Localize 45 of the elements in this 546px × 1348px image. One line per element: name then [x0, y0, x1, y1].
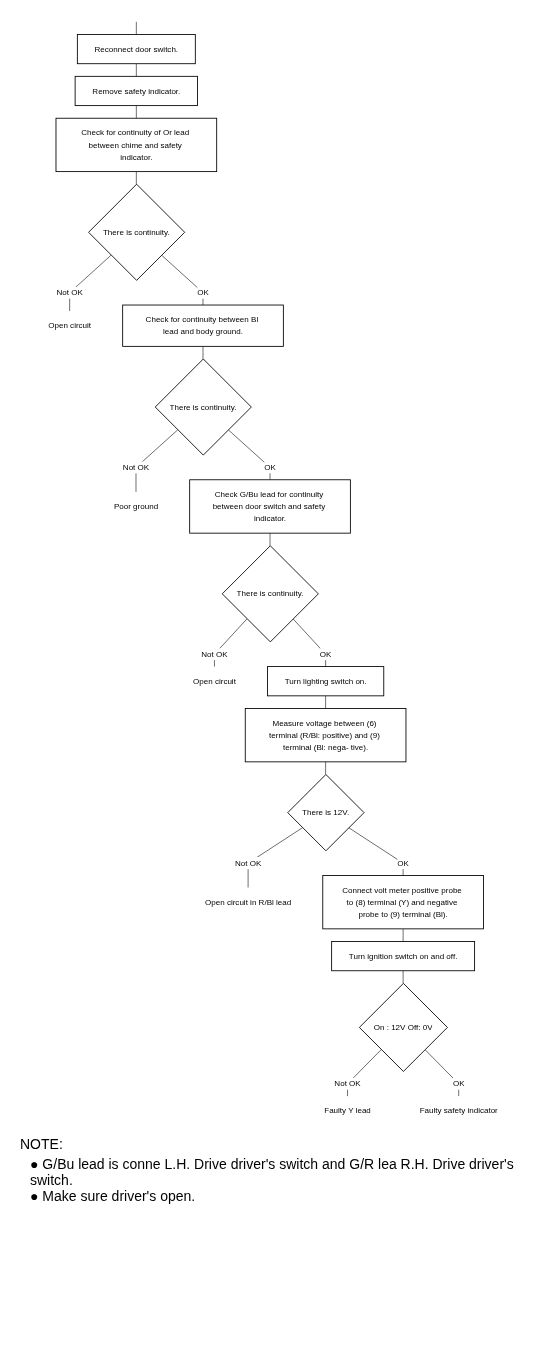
- connector: [402, 970, 404, 984]
- node-box: Measure voltage between (6) terminal (R/Bl: positive) and (9) terminal (Bl: nega- tive).: [244, 708, 407, 763]
- edge-label: OK: [319, 649, 332, 659]
- connector: [269, 532, 271, 547]
- node-text: Faulty Y lead: [324, 1105, 371, 1116]
- edge-label: Not OK: [201, 649, 228, 659]
- connector: [136, 21, 137, 35]
- node-box: Turn lighting switch on.: [267, 666, 385, 697]
- node-diamond: There is 12V.: [287, 774, 365, 852]
- edge-label: Not OK: [122, 462, 150, 472]
- node-diamond: There is continuity.: [221, 545, 319, 643]
- node-diamond: There is continuity.: [88, 183, 186, 281]
- node-text: Faulty safety indicator: [419, 1105, 498, 1116]
- node-text: Open circuit in R/Bl lead: [205, 897, 292, 907]
- node-text: Open circuit: [193, 676, 236, 686]
- node-box: Turn ignition switch on and off.: [331, 941, 476, 972]
- connector: [402, 928, 404, 942]
- node-diamond: There is continuity.: [154, 358, 252, 456]
- connector: [325, 695, 326, 709]
- edge-label: Not OK: [234, 858, 262, 868]
- node-box: Check for continuity between Bl lead and body ground.: [122, 304, 284, 347]
- node-box: Connect volt meter positive probe to (8) terminal (Y) and negative probe to (9) terminal (Bl).: [322, 875, 484, 930]
- edge-label: OK: [397, 858, 409, 868]
- edge-label: OK: [264, 462, 276, 472]
- edge-label: OK: [197, 287, 209, 297]
- node-box: Check for continuity of Or lead between chime and safety indicator.: [55, 117, 218, 173]
- note-text: ● Make sure driver's open.: [30, 1188, 197, 1204]
- edge-label: OK: [452, 1078, 465, 1089]
- node-text: Poor ground: [113, 501, 159, 511]
- edge-label: Not OK: [56, 287, 83, 297]
- node-box: Remove safety indicator.: [74, 75, 198, 107]
- connector: [228, 429, 271, 481]
- connector: [292, 618, 326, 667]
- node-diamond: On : 12V Off: 0V: [358, 982, 448, 1072]
- note-text: ● G/Bu lead is conne L.H. Drive driver's switch and G/R lea R.H. Drive driver's switch.: [30, 1156, 515, 1188]
- node-text: Open circuit: [48, 320, 92, 330]
- note-heading: NOTE:: [20, 1136, 64, 1152]
- edge-label: Not OK: [334, 1078, 361, 1089]
- connector: [136, 105, 137, 119]
- connector: [136, 63, 137, 77]
- node-box: Reconnect door switch.: [76, 34, 196, 65]
- connector: [348, 827, 404, 876]
- connector: [202, 346, 204, 360]
- node-box: Check G/Bu lead for continuity between door switch and safety indicator.: [189, 479, 351, 534]
- connector: [136, 171, 137, 185]
